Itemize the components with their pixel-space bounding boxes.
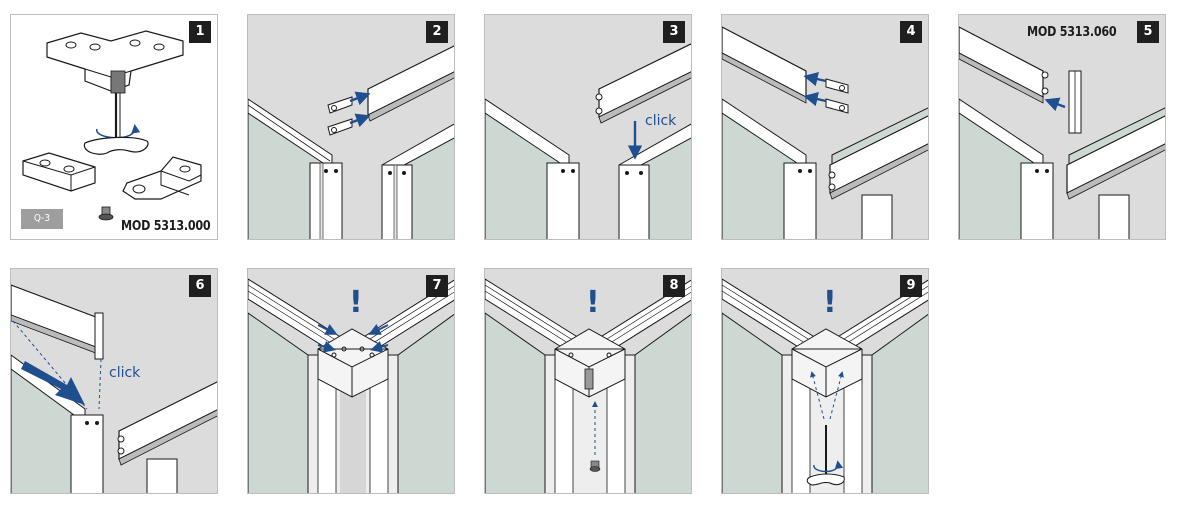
- step-1-mod-label: MOD 5313.000: [121, 219, 211, 234]
- step-7-illustration: [248, 278, 454, 493]
- step-number-6: 6: [189, 275, 211, 297]
- step-number-9: 9: [900, 275, 922, 297]
- step-4-panel: 4: [721, 14, 929, 240]
- step-3-click-label: click: [645, 113, 677, 129]
- step-number-8: 8: [663, 275, 685, 297]
- step-6-click-label: click: [109, 365, 141, 381]
- step-9-emphasis: !: [823, 285, 837, 320]
- step-7-emphasis: !: [349, 285, 363, 320]
- step-number-3: 3: [663, 21, 685, 43]
- step-7-panel: 7 !: [247, 268, 455, 494]
- step-5-panel: 5 MOD 5313.060: [958, 14, 1166, 240]
- step-5-mod-label: MOD 5313.060: [1027, 25, 1117, 40]
- step-number-4: 4: [900, 21, 922, 43]
- step-number-7: 7: [426, 275, 448, 297]
- step-1-illustration: [22, 30, 202, 221]
- step-5-illustration: [959, 26, 1165, 239]
- step-2-illustration: [248, 45, 454, 239]
- step-1-badge: Q-3: [21, 209, 63, 229]
- step-3-illustration: [485, 43, 691, 239]
- step-number-1: 1: [189, 21, 211, 43]
- step-1-panel: 1 Q-3 MOD 5313.000: [10, 14, 218, 240]
- step-number-5: 5: [1137, 21, 1159, 43]
- step-2-panel: 2: [247, 14, 455, 240]
- step-6-panel: 6 click: [10, 268, 218, 494]
- step-8-panel: 8 !: [484, 268, 692, 494]
- step-8-illustration: [485, 278, 691, 493]
- step-3-panel: 3 click: [484, 14, 692, 240]
- step-9-illustration: [722, 278, 928, 493]
- step-6-illustration: [11, 284, 217, 493]
- step-number-2: 2: [426, 21, 448, 43]
- step-8-emphasis: !: [586, 285, 600, 320]
- step-4-illustration: [722, 26, 928, 239]
- step-9-panel: 9 !: [721, 268, 929, 494]
